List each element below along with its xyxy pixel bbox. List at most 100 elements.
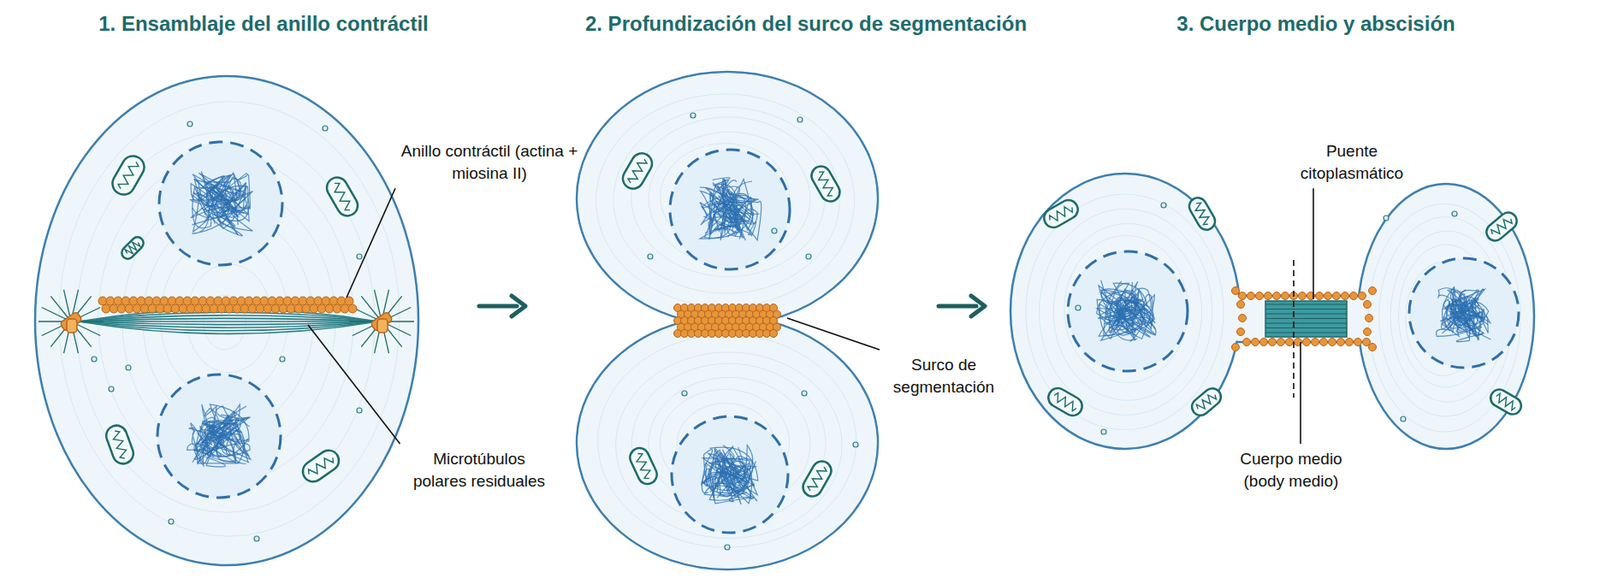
cell-membrane — [35, 76, 419, 566]
actin-myosin-dot — [1358, 292, 1367, 301]
actin-myosin-dot — [1303, 338, 1311, 347]
polar-microtubule — [78, 318, 379, 322]
leader-line — [1312, 188, 1315, 300]
mitochondrion — [108, 152, 149, 200]
nucleus-ground — [669, 149, 790, 270]
mitochondrion-cristae — [627, 157, 649, 186]
actin-myosin-dot — [1368, 343, 1377, 352]
actin-myosin-dot — [1350, 292, 1358, 301]
actin-myosin-dot — [1285, 338, 1294, 347]
actin-myosin-dot — [1277, 338, 1286, 347]
midbody-microtubule — [1265, 323, 1347, 325]
stage-arrow-shaft — [938, 304, 977, 309]
polar-microtubule — [78, 320, 379, 323]
mitochondrion-membrane — [1188, 385, 1225, 420]
mitochondrion — [1185, 195, 1218, 234]
actin-myosin-dot — [1238, 292, 1247, 301]
actin-myosin-dot — [1281, 292, 1290, 301]
mitochondrion-cristae — [117, 160, 141, 191]
actin-myosin-dot — [1264, 292, 1273, 301]
mitochondrion-cristae — [306, 454, 336, 479]
vesicle — [690, 112, 696, 119]
vesicle — [187, 121, 193, 127]
cell-fill — [578, 73, 878, 325]
nuclear-envelope — [159, 142, 283, 266]
nucleus-ground — [159, 142, 283, 266]
leader-line — [787, 318, 880, 350]
stage-heading: 2. Profundización del surco de segmentac… — [585, 11, 1027, 36]
actin-myosin-dot — [1247, 292, 1256, 301]
mitochondrion-membrane — [108, 152, 149, 200]
actin-myosin-dot — [1368, 287, 1377, 296]
actin-myosin-dot — [1328, 338, 1337, 347]
mitochondrion — [1044, 385, 1085, 420]
mitochondrion — [323, 173, 362, 220]
chromatin — [1099, 281, 1146, 339]
nuclear-envelope — [1067, 251, 1188, 372]
vesicle — [771, 228, 777, 234]
mitochondrion — [1487, 386, 1525, 418]
stage-arrow-head — [971, 296, 985, 317]
nuclear-envelope — [157, 374, 281, 498]
mitochondrion-membrane — [1044, 385, 1085, 420]
mitochondrion-membrane — [1185, 195, 1218, 234]
leader-line — [308, 325, 401, 445]
actin-myosin-dot — [1232, 343, 1240, 352]
nucleus-ground — [671, 416, 789, 534]
vesicle — [279, 356, 285, 362]
chromatin — [201, 404, 241, 457]
nuclear-envelope — [671, 416, 789, 534]
actin-myosin-dot — [1365, 314, 1374, 323]
actin-myosin-dot — [1324, 292, 1333, 301]
stage-heading: 1. Ensamblaje del anillo contráctil — [98, 11, 428, 36]
polar-microtubule — [78, 312, 379, 322]
actin-myosin-dot — [1315, 292, 1324, 301]
vesicle — [724, 545, 730, 551]
chromatin — [194, 417, 249, 460]
mitochondrion-cristae — [331, 181, 355, 213]
vesicle — [108, 386, 114, 392]
vesicle — [254, 536, 260, 542]
actin-myosin-dot — [1363, 301, 1372, 309]
midbody-microtubule — [1265, 318, 1347, 320]
mitochondrion — [1040, 196, 1081, 232]
vesicle — [1451, 211, 1458, 217]
cytoplasmic-bridge — [1232, 296, 1374, 343]
actin-myosin-dot — [1341, 292, 1350, 301]
vesicle — [805, 254, 812, 260]
actin-myosin-dot — [770, 330, 778, 338]
cytoplasm-texture — [59, 101, 400, 537]
mitochondrion — [118, 234, 146, 261]
mitochondrion-membrane — [298, 446, 343, 486]
actin-myosin-dot — [1232, 287, 1240, 296]
vesicle — [1101, 429, 1107, 435]
cell-membrane — [576, 71, 878, 326]
cell-1 — [35, 76, 419, 566]
mitochondrion-cristae — [806, 465, 829, 494]
actin-myosin-dot — [1333, 292, 1341, 301]
vesicle — [322, 125, 328, 131]
chromatin — [191, 171, 247, 235]
cytoplasm-texture — [595, 94, 854, 308]
texture-group — [1025, 194, 1521, 433]
nuclear-envelope — [669, 149, 790, 270]
centriole — [377, 319, 388, 333]
nucleus — [1409, 258, 1519, 368]
actin-myosin-dot — [1256, 292, 1264, 301]
mitochondrion — [103, 422, 137, 467]
bridge-fill — [1235, 297, 1364, 342]
actin-myosin-dot — [1243, 338, 1251, 347]
cell-membrane — [1357, 183, 1535, 450]
nucleus — [159, 142, 283, 266]
chromatin — [1441, 287, 1492, 340]
cytoplasm-texture — [616, 352, 842, 540]
actin-myosin-dot — [1311, 338, 1320, 347]
mitochondrion — [799, 457, 835, 500]
chromatin — [1102, 300, 1154, 338]
nucleus — [157, 374, 281, 498]
nucleus — [1067, 251, 1188, 372]
mitochondrion-cristae — [1048, 203, 1075, 225]
chromatin — [1449, 290, 1483, 326]
